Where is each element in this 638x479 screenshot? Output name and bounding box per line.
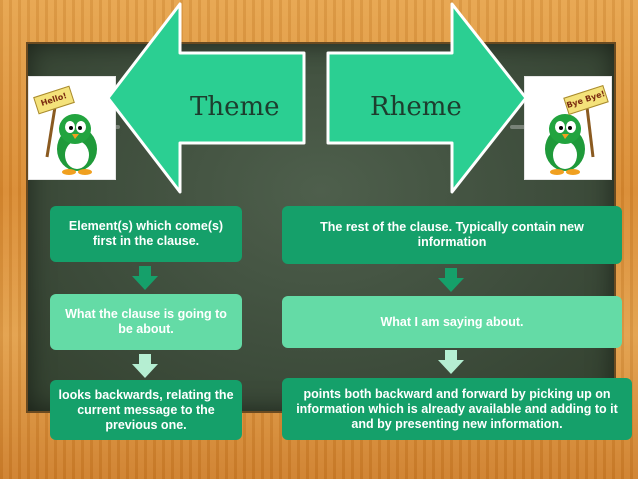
theme-box-2: What the clause is going to be about. xyxy=(50,294,242,350)
down-arrow-icon xyxy=(132,266,158,290)
rheme-label: Rheme xyxy=(370,92,462,122)
theme-label: Theme xyxy=(190,92,280,122)
down-arrow-icon xyxy=(438,268,464,292)
theme-box-1: Element(s) which come(s) first in the cl… xyxy=(50,206,242,262)
rheme-box-2: What I am saying about. xyxy=(282,296,622,348)
penguin-byebye-image: Bye Bye! xyxy=(524,76,612,180)
down-arrow-icon xyxy=(132,354,158,378)
theme-box-3: looks backwards, relating the current me… xyxy=(50,380,242,440)
rheme-box-1: The rest of the clause. Typically contai… xyxy=(282,206,622,264)
down-arrow-icon xyxy=(438,350,464,374)
rheme-box-3: points both backward and forward by pick… xyxy=(282,378,632,440)
